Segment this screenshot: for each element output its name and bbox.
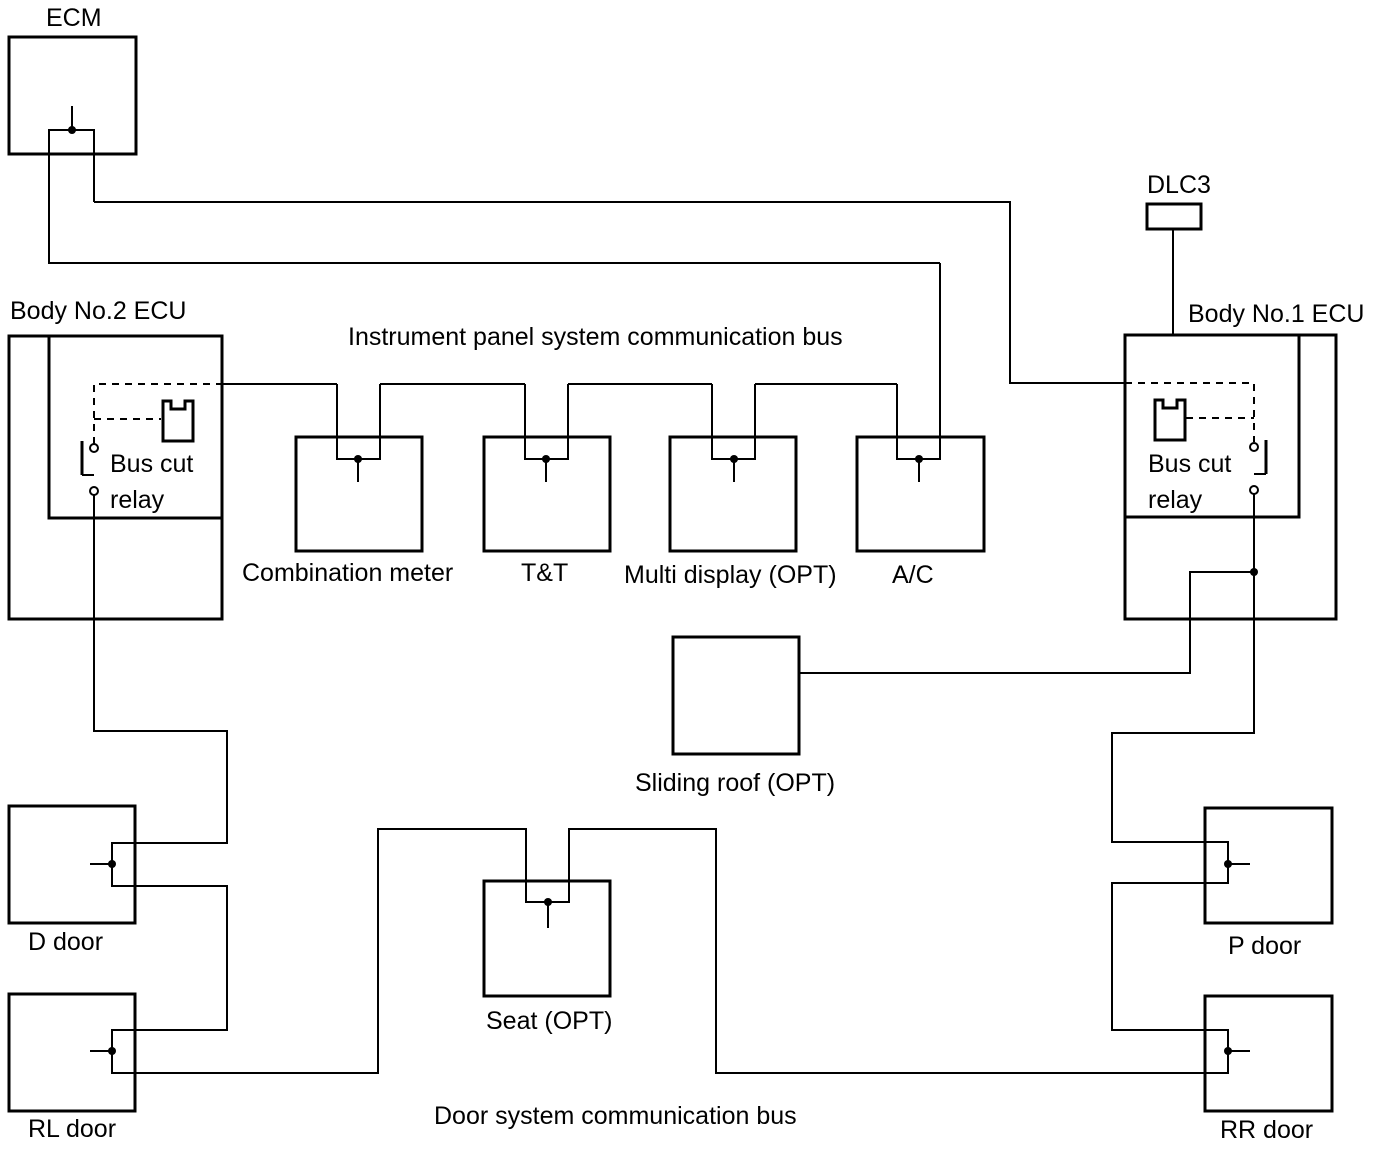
ac-module bbox=[855, 263, 986, 553]
ecm-wires bbox=[48, 201, 1125, 384]
p-door-label: P door bbox=[1228, 932, 1302, 960]
rr-door-label: RR door bbox=[1220, 1116, 1314, 1144]
sliding-roof-label: Sliding roof (OPT) bbox=[635, 769, 836, 797]
combination-meter-label: Combination meter bbox=[242, 559, 454, 587]
bus-cut-relay-left-line1: Bus cut bbox=[110, 450, 194, 478]
d-door-label: D door bbox=[28, 928, 104, 956]
dlc3-label: DLC3 bbox=[1147, 171, 1211, 199]
bus-cut-relay-right-line2: relay bbox=[1148, 486, 1203, 514]
body-no1-ecu-label: Body No.1 ECU bbox=[1188, 300, 1365, 328]
rr-door-module bbox=[1203, 994, 1334, 1113]
d-door-module bbox=[7, 804, 137, 925]
instrument-panel-bus-label: Instrument panel system communication bu… bbox=[348, 323, 843, 351]
dlc3-connector bbox=[1145, 202, 1203, 335]
rl-door-label: RL door bbox=[28, 1115, 117, 1143]
combination-meter-module bbox=[294, 384, 424, 553]
seat-module bbox=[135, 828, 1205, 1074]
bus-cut-relay-right-line1: Bus cut bbox=[1148, 450, 1232, 478]
right-door-wires bbox=[1111, 572, 1255, 1031]
p-door-module bbox=[1203, 806, 1334, 925]
ac-label: A/C bbox=[892, 561, 934, 589]
rl-door-module bbox=[7, 992, 137, 1113]
ecm-module bbox=[7, 35, 138, 202]
left-door-wires bbox=[93, 600, 228, 1031]
door-system-bus-label: Door system communication bus bbox=[434, 1102, 797, 1130]
tt-module bbox=[482, 384, 612, 553]
tt-label: T&T bbox=[521, 559, 569, 587]
multi-display-label: Multi display (OPT) bbox=[624, 561, 837, 589]
multi-display-module bbox=[668, 384, 798, 553]
ecm-label: ECM bbox=[46, 4, 102, 32]
body-no2-ecu bbox=[7, 334, 224, 621]
sliding-roof-module bbox=[671, 571, 1254, 756]
body-no2-ecu-label: Body No.2 ECU bbox=[10, 297, 187, 325]
body-no1-ecu bbox=[1123, 333, 1338, 621]
bus-cut-relay-left-line2: relay bbox=[110, 486, 165, 514]
seat-label: Seat (OPT) bbox=[486, 1007, 613, 1035]
